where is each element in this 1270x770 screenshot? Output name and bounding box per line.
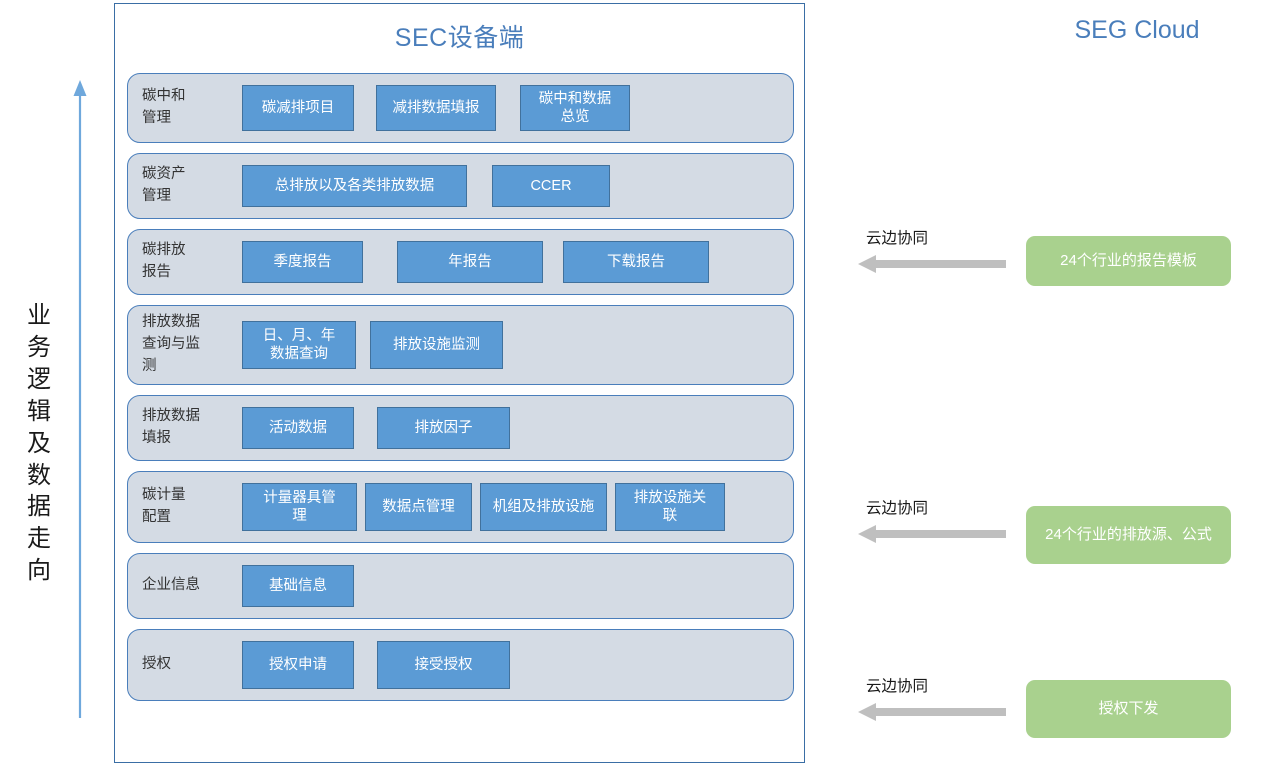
- sec-panel-title: SEC设备端: [394, 24, 525, 52]
- module-row: 碳排放 报告 季度报告年报告下载报告: [127, 229, 794, 295]
- module-button[interactable]: CCER: [492, 165, 610, 207]
- module-button[interactable]: 排放设施关 联: [615, 483, 725, 531]
- module-button-group: 碳减排项目减排数据填报碳中和数据 总览: [232, 74, 785, 142]
- module-row-label: 碳计量 配置: [142, 487, 186, 525]
- module-button-group: 授权申请接受授权: [232, 630, 785, 700]
- module-button[interactable]: 下载报告: [563, 241, 709, 283]
- module-button-group: 总排放以及各类排放数据 CCER: [232, 154, 785, 218]
- module-row: 排放数据 填报活动数据排放因子: [127, 395, 794, 461]
- flow-label-char: 逻: [27, 365, 51, 393]
- flow-arrow-icon: [73, 80, 87, 718]
- cloud-sync-arrow-icon: [858, 253, 1006, 275]
- module-row: 碳资产 管理 总排放以及各类排放数据 CCER: [127, 153, 794, 219]
- module-row-label: 企业信息: [142, 577, 200, 594]
- module-row: 企业信息 基础信息: [127, 553, 794, 619]
- business-flow-label: 业 务 逻 辑 及 数 据 走 向: [16, 300, 62, 587]
- module-button[interactable]: 总排放以及各类排放数据: [242, 165, 467, 207]
- module-button[interactable]: 基础信息: [242, 565, 354, 607]
- module-row-label: 碳中和 管理: [142, 88, 186, 126]
- module-row: 碳计量 配置 计量器具管 理数据点管理机组及排放设施排放设施关 联: [127, 471, 794, 543]
- flow-label-char: 辑: [27, 397, 51, 425]
- business-flow-arrow: [62, 80, 102, 720]
- module-button[interactable]: 计量器具管 理: [242, 483, 357, 531]
- module-button-group: 计量器具管 理数据点管理机组及排放设施排放设施关 联: [232, 472, 785, 542]
- flow-label-char: 务: [27, 333, 51, 361]
- cloud-sync-label: 云边协同: [866, 500, 929, 517]
- cloud-sync-arrow-icon: [858, 701, 1006, 723]
- module-button[interactable]: 接受授权: [377, 641, 510, 689]
- flow-label-char: 数: [27, 461, 51, 489]
- cloud-sync-arrow-icon: [858, 523, 1006, 545]
- flow-label-char: 及: [27, 429, 51, 457]
- flow-label-char: 走: [27, 525, 51, 553]
- module-row-label: 碳资产 管理: [142, 166, 186, 204]
- sec-device-panel: SEC设备端 碳中和 管理 碳减排项目减排数据填报碳中和数据 总览碳资产 管理 总排…: [114, 3, 805, 763]
- module-button[interactable]: 碳中和数据 总览: [520, 85, 630, 131]
- module-button-group: 基础信息: [232, 554, 785, 618]
- cloud-capability-box[interactable]: 授权下发: [1026, 680, 1231, 738]
- module-row-label: 授权: [142, 656, 171, 673]
- module-button-group: 日、月、年 数据查询排放设施监测: [232, 306, 785, 384]
- cloud-sync-label: 云边协同: [866, 230, 929, 247]
- module-button[interactable]: 机组及排放设施: [480, 483, 607, 531]
- module-button-group: 活动数据排放因子: [232, 396, 785, 460]
- module-button[interactable]: 活动数据: [242, 407, 354, 449]
- flow-label-char: 业: [27, 302, 51, 329]
- module-button[interactable]: 年报告: [397, 241, 543, 283]
- module-button[interactable]: 日、月、年 数据查询: [242, 321, 356, 369]
- module-row-list: 碳中和 管理 碳减排项目减排数据填报碳中和数据 总览碳资产 管理 总排放以及各类排放…: [127, 73, 794, 711]
- seg-cloud-title: SEG Cloud: [1074, 16, 1200, 44]
- cloud-sync-label: 云边协同: [866, 678, 929, 695]
- module-button[interactable]: 数据点管理: [365, 483, 472, 531]
- module-button[interactable]: 季度报告: [242, 241, 363, 283]
- module-button[interactable]: 碳减排项目: [242, 85, 354, 131]
- module-button[interactable]: 减排数据填报: [376, 85, 496, 131]
- module-button[interactable]: 排放设施监测: [370, 321, 503, 369]
- module-button[interactable]: 授权申请: [242, 641, 354, 689]
- cloud-capability-box[interactable]: 24个行业的报告模板: [1026, 236, 1231, 286]
- module-row: 排放数据 查询与监 测日、月、年 数据查询排放设施监测: [127, 305, 794, 385]
- flow-label-char: 据: [27, 493, 51, 521]
- module-row: 授权 授权申请接受授权: [127, 629, 794, 701]
- module-row-label: 碳排放 报告: [142, 242, 186, 280]
- module-button[interactable]: 排放因子: [377, 407, 510, 449]
- flow-label-char: 向: [27, 557, 51, 585]
- module-row-label: 排放数据 填报: [142, 408, 200, 446]
- module-button-group: 季度报告年报告下载报告: [232, 230, 785, 294]
- module-row: 碳中和 管理 碳减排项目减排数据填报碳中和数据 总览: [127, 73, 794, 143]
- module-row-label: 排放数据 查询与监 测: [142, 314, 200, 374]
- cloud-capability-box[interactable]: 24个行业的排放源、公式: [1026, 506, 1231, 564]
